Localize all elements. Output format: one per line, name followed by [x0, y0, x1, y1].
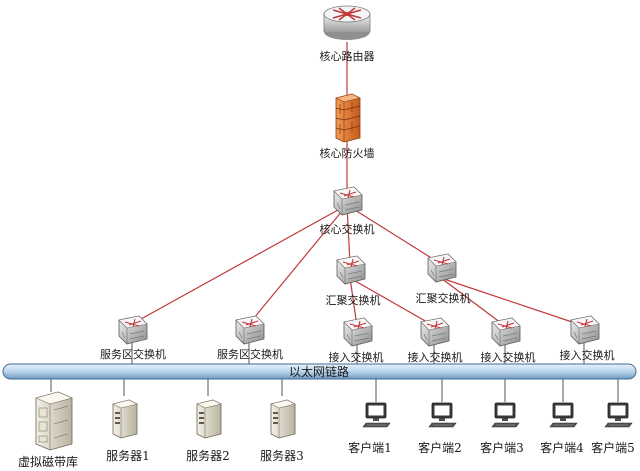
client-5: 客户端5: [591, 402, 635, 455]
core-firewall-label: 核心防火墙: [320, 146, 375, 160]
agg-switch-label: 汇聚交换机: [326, 293, 381, 307]
server-label: 服务器2: [186, 448, 230, 463]
server-switch-2: 服务区交换机: [217, 315, 283, 361]
ethernet-bus: 以太网链路: [2, 363, 637, 380]
link-agg1-access-2: [349, 277, 435, 327]
tape-library-label: 虚拟磁带库: [18, 454, 78, 469]
link-core-agg-switch-2: [346, 204, 442, 265]
core-router: 核心路由器: [320, 5, 375, 63]
client-pc-icon: [604, 402, 633, 428]
client-pc-icon: [491, 402, 520, 428]
core-switch-label: 核心交换机: [320, 222, 375, 236]
server-switch-1: 服务区交换机: [100, 315, 166, 361]
server-3: 服务器3: [260, 399, 304, 463]
server-icon: [270, 399, 296, 439]
agg-switch-icon: [427, 253, 457, 283]
agg-switch-2: 汇聚交换机: [416, 253, 471, 305]
access-switch-label: 接入交换机: [408, 350, 463, 364]
client-label: 客户端2: [418, 440, 462, 455]
link-agg1-access-1: [349, 277, 358, 327]
server-switch-label: 服务区交换机: [217, 347, 283, 361]
server-1: 服务器1: [106, 399, 150, 463]
core-router-label: 核心路由器: [320, 49, 375, 63]
access-switch-label: 接入交换机: [329, 350, 384, 364]
client-2: 客户端2: [418, 402, 462, 455]
server-label: 服务器3: [260, 448, 304, 463]
server-switch-icon: [118, 315, 148, 345]
client-label: 客户端4: [540, 440, 584, 455]
access-switch-icon: [570, 315, 600, 345]
link-core-server-switch-2: [248, 204, 348, 325]
tape-library-icon: [35, 391, 73, 451]
server-2: 服务器2: [186, 399, 230, 463]
client-label: 客户端1: [348, 440, 392, 455]
access-switch-2: 接入交换机: [408, 317, 463, 364]
core-firewall: 核心防火墙: [320, 93, 375, 160]
link-agg2-access-3: [440, 277, 506, 327]
server-icon: [112, 399, 138, 439]
client-pc-icon: [428, 402, 457, 428]
link-agg2-access-4: [440, 277, 585, 327]
client-pc-icon: [362, 402, 391, 428]
access-switch-icon: [420, 317, 450, 347]
client-3: 客户端3: [480, 402, 524, 455]
tape-library: 虚拟磁带库: [18, 391, 78, 469]
client-label: 客户端5: [591, 440, 635, 455]
access-switch-3: 接入交换机: [481, 317, 536, 364]
client-label: 客户端3: [480, 440, 524, 455]
client-1: 客户端1: [348, 402, 392, 455]
access-switch-label: 接入交换机: [481, 350, 536, 364]
core-switch-icon: [333, 186, 363, 216]
access-switch-icon: [343, 317, 373, 347]
server-label: 服务器1: [106, 448, 150, 463]
agg-switch-1: 汇聚交换机: [326, 255, 381, 307]
client-pc-icon: [549, 402, 578, 428]
firewall-icon: [335, 93, 361, 143]
server-switch-icon: [235, 315, 265, 345]
link-core-server-switch-1: [131, 204, 348, 325]
agg-switch-icon: [336, 255, 366, 285]
router-icon: [323, 5, 371, 40]
server-switch-label: 服务区交换机: [100, 347, 166, 361]
client-4: 客户端4: [540, 402, 584, 455]
ethernet-label: 以太网链路: [289, 364, 349, 379]
link-core-agg-switch-1: [346, 204, 351, 265]
access-switch-label: 接入交换机: [560, 348, 615, 362]
agg-switch-label: 汇聚交换机: [416, 291, 471, 305]
access-switch-1: 接入交换机: [329, 317, 384, 364]
server-icon: [196, 399, 222, 439]
access-switch-4: 接入交换机: [560, 315, 615, 362]
core-switch: 核心交换机: [320, 186, 375, 236]
access-switch-icon: [491, 317, 521, 347]
